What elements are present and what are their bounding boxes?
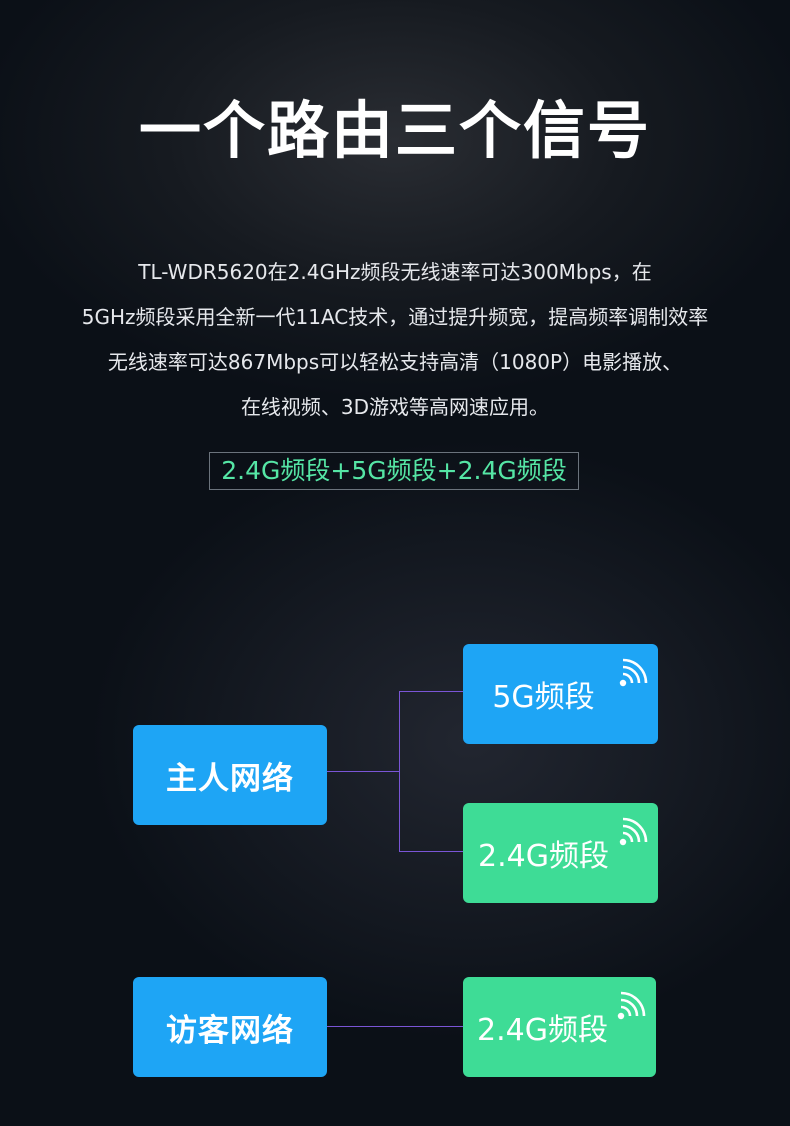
- connector-host-24g: [399, 851, 464, 852]
- host-24g-band-box: 2.4G频段: [463, 803, 658, 903]
- host-network-label: 主人网络: [166, 760, 294, 797]
- host-5g-band-box: 5G频段: [463, 644, 658, 744]
- host-network-box: 主人网络: [133, 725, 327, 825]
- host-5g-band-label: 5G频段: [492, 680, 595, 715]
- connector-host-horizontal: [327, 771, 400, 772]
- guest-24g-band-label: 2.4G频段: [477, 1013, 608, 1048]
- host-24g-band-label: 2.4G频段: [478, 839, 609, 874]
- guest-network-label: 访客网络: [166, 1012, 294, 1049]
- wifi-icon: [619, 658, 648, 687]
- guest-network-box: 访客网络: [133, 977, 327, 1077]
- page-title: 一个路由三个信号: [138, 94, 651, 167]
- description-line-4: 在线视频、3D游戏等高网速应用。: [240, 395, 550, 419]
- wifi-icon: [617, 991, 646, 1020]
- description-line-2: 5GHz频段采用全新一代11AC技术，通过提升频宽，提高频率调制效率: [81, 305, 709, 329]
- connector-guest: [327, 1026, 463, 1027]
- band-summary: 2.4G频段+5G频段+2.4G频段: [209, 452, 579, 490]
- guest-24g-band-box: 2.4G频段: [463, 977, 656, 1077]
- connector-host-vertical: [399, 691, 400, 852]
- connector-host-5g: [399, 691, 464, 692]
- description-line-3: 无线速率可达867Mbps可以轻松支持高清（1080P）电影播放、: [107, 350, 683, 374]
- description-line-1: TL-WDR5620在2.4GHz频段无线速率可达300Mbps，在: [138, 260, 652, 284]
- wifi-icon: [619, 817, 648, 846]
